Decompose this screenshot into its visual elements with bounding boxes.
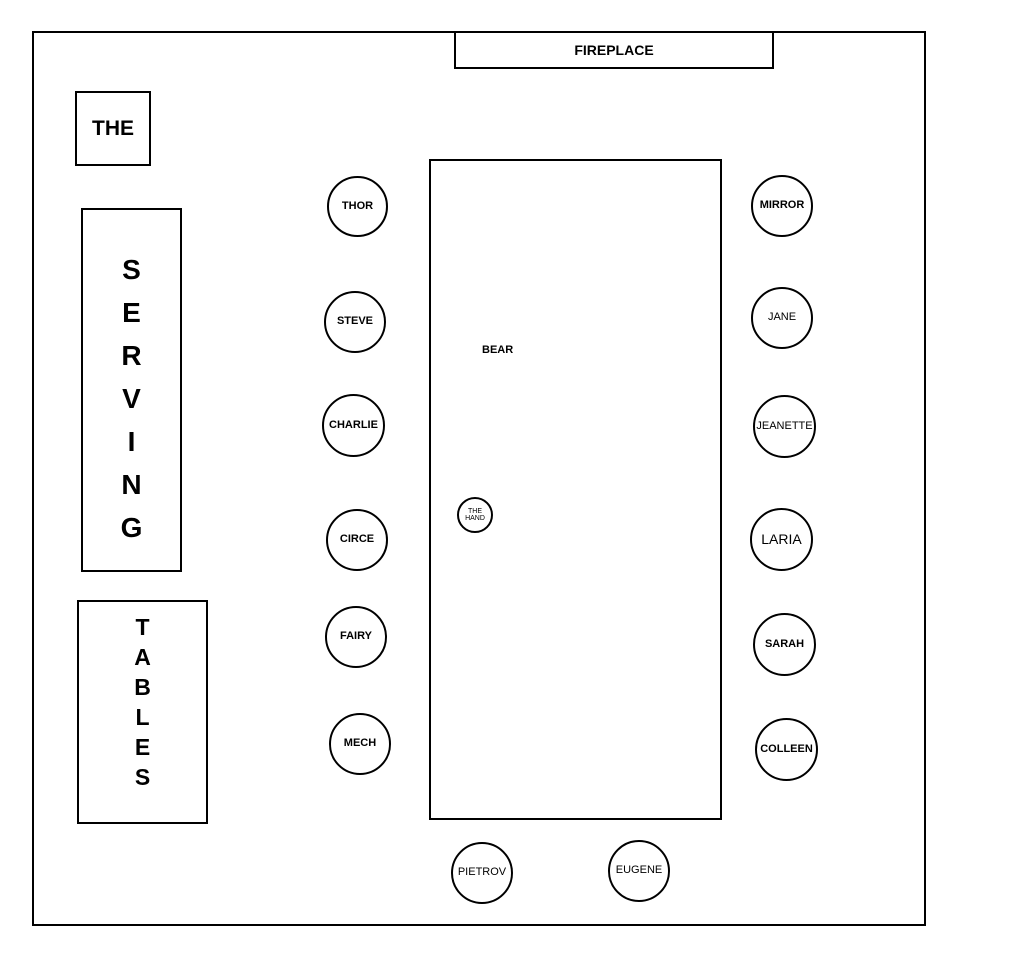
seat-eugene: EUGENE	[608, 840, 670, 902]
seat-pietrov: PIETROV	[451, 842, 513, 904]
serving-letters: S E R V I N G	[83, 248, 180, 549]
bear-label: BEAR	[482, 344, 514, 356]
tables-letters: T A B L E S	[79, 612, 206, 792]
seat-mirror: MIRROR	[751, 175, 813, 237]
serving-letter: V	[122, 383, 141, 414]
tables-letter: B	[134, 674, 151, 700]
seat-name: LARIA	[761, 531, 802, 548]
seat-jane: JANE	[751, 287, 813, 349]
seat-laria: LARIA	[750, 508, 813, 571]
serving-letter: N	[121, 469, 142, 500]
seat-name: THOR	[341, 199, 374, 212]
the-hand-seat: THE HAND	[457, 497, 493, 533]
fireplace-label: FIREPLACE	[574, 42, 654, 58]
seat-name: STEVE	[336, 315, 374, 328]
seat-name: COLLEEN	[760, 742, 813, 755]
seat-steve: STEVE	[324, 291, 386, 353]
seat-name: PIETROV	[457, 866, 507, 879]
seat-charlie: CHARLIE	[322, 394, 385, 457]
the-hand-line: HAND	[465, 515, 485, 522]
serving-letter: R	[121, 340, 142, 371]
the-hand-line: THE	[468, 507, 482, 515]
tables-letter: S	[134, 764, 151, 790]
tables-letter: L	[135, 704, 150, 730]
the-label: THE	[92, 116, 134, 140]
seat-name: SARAH	[764, 637, 805, 650]
tables-letter: T	[135, 614, 150, 640]
the-hand-label: THE HAND	[465, 508, 485, 523]
serving-letter: G	[120, 512, 143, 543]
tables-letter: A	[134, 644, 151, 670]
serving-letter: S	[122, 254, 141, 285]
seat-name: MECH	[343, 737, 377, 750]
seat-name: CHARLIE	[329, 418, 378, 431]
seat-name: JANE	[767, 311, 797, 324]
seat-name: CIRCE	[339, 533, 375, 546]
fireplace: FIREPLACE	[454, 31, 774, 69]
seat-mech: MECH	[329, 713, 391, 775]
seat-colleen: COLLEEN	[755, 718, 818, 781]
seat-name: JEANETTE	[756, 419, 813, 432]
seat-name: FAIRY	[340, 630, 372, 643]
seat-name: EUGENE	[615, 864, 663, 877]
seat-name: MIRROR	[759, 199, 805, 212]
long-table	[429, 159, 722, 820]
serving-letter: E	[122, 297, 141, 328]
seat-fairy: FAIRY	[325, 606, 387, 668]
the-sign: THE	[75, 91, 151, 166]
serving-tables-lower: T A B L E S	[77, 600, 208, 824]
seat-thor: THOR	[327, 176, 388, 237]
seat-sarah: SARAH	[753, 613, 816, 676]
tables-letter: E	[134, 734, 151, 760]
serving-tables-upper: S E R V I N G	[81, 208, 182, 572]
serving-letter: I	[127, 426, 136, 457]
seat-circe: CIRCE	[326, 509, 388, 571]
seat-jeanette: JEANETTE	[753, 395, 816, 458]
